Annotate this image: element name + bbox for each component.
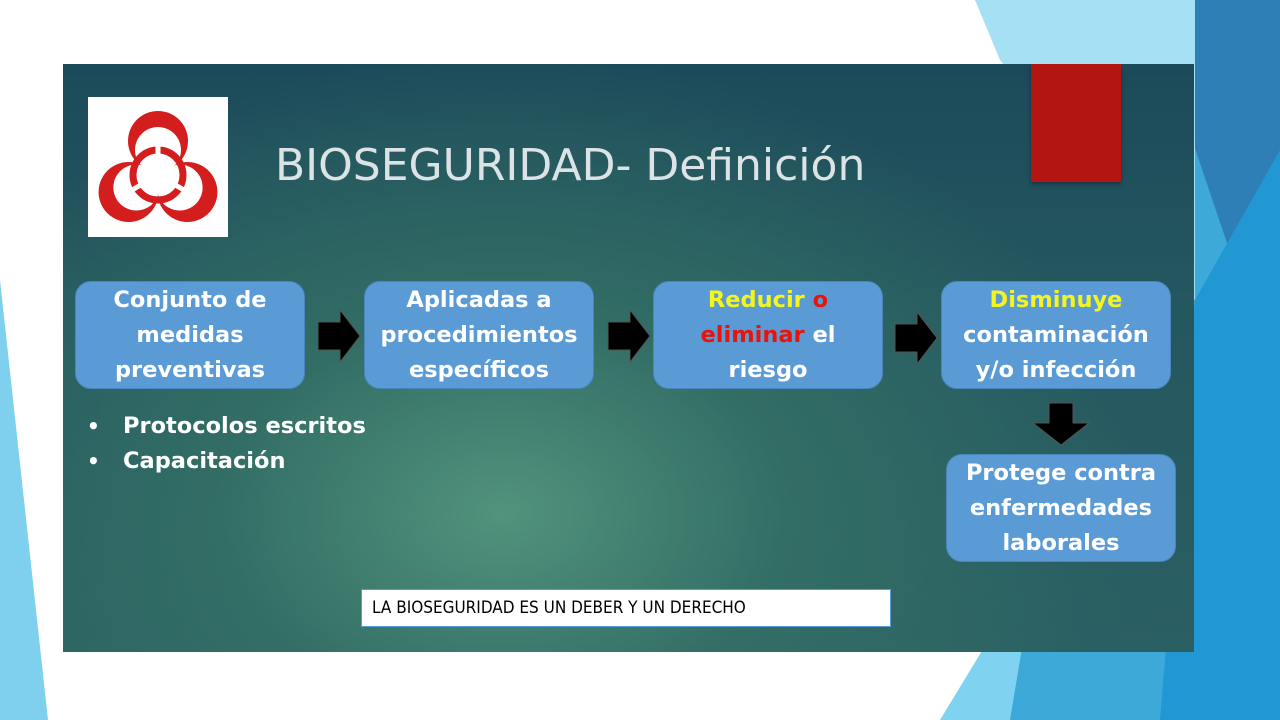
arrow-right-icon: [894, 310, 938, 366]
highlight-disminuye: Disminuye: [989, 286, 1123, 313]
highlight-reducir: Reducir: [707, 286, 805, 313]
bullet-list: • Protocolos escritos • Capacitación: [85, 409, 366, 479]
flow-box-reduces-contamination: Disminuye contaminación y/o infección: [941, 281, 1171, 389]
bullet-item: • Capacitación: [85, 444, 366, 479]
flow-box-line: medidas: [136, 321, 244, 348]
biohazard-icon: [88, 97, 228, 237]
flow-box-line: el: [812, 321, 836, 348]
bullet-dot-icon: •: [87, 449, 100, 473]
highlight-eliminar: eliminar: [700, 321, 805, 348]
flow-box-line: procedimientos: [380, 321, 578, 348]
flow-box-line: Protege contra: [965, 459, 1157, 486]
highlight-o: o: [812, 286, 829, 313]
slide-title: BIOSEGURIDAD- Definición: [275, 140, 866, 191]
bullet-text: Capacitación: [123, 448, 286, 474]
bullet-item: • Protocolos escritos: [85, 409, 366, 444]
arrow-right-icon: [317, 308, 361, 364]
red-accent-bar: [1031, 64, 1121, 182]
flow-box-procedures: Aplicadas a procedimientos específicos: [364, 281, 594, 389]
bullet-dot-icon: •: [87, 414, 100, 438]
flow-box-line: contaminación: [963, 321, 1149, 348]
flow-box-line: enfermedades: [969, 494, 1153, 521]
flow-box-line: Aplicadas a: [406, 286, 552, 313]
flow-box-line: y/o infección: [975, 356, 1137, 383]
arrow-down-icon: [1031, 402, 1091, 446]
arrow-right-icon: [607, 308, 651, 364]
bullet-text: Protocolos escritos: [123, 413, 366, 439]
flow-box-reduce-risk: Reducir o eliminar el riesgo: [653, 281, 883, 389]
flow-box-protects: Protege contra enfermedades laborales: [946, 454, 1176, 562]
flow-box-line: preventivas: [114, 356, 266, 383]
flow-box-line: laborales: [1002, 529, 1120, 556]
motto-banner: LA BIOSEGURIDAD ES UN DEBER Y UN DERECHO: [361, 589, 891, 627]
flow-box-line: Conjunto de: [113, 286, 267, 313]
slide-content: BIOSEGURIDAD- Definición Conjunto de med…: [63, 64, 1194, 652]
flow-box-line: específicos: [409, 356, 549, 383]
flow-box-measures: Conjunto de medidas preventivas: [75, 281, 305, 389]
flow-box-line: riesgo: [728, 356, 808, 383]
